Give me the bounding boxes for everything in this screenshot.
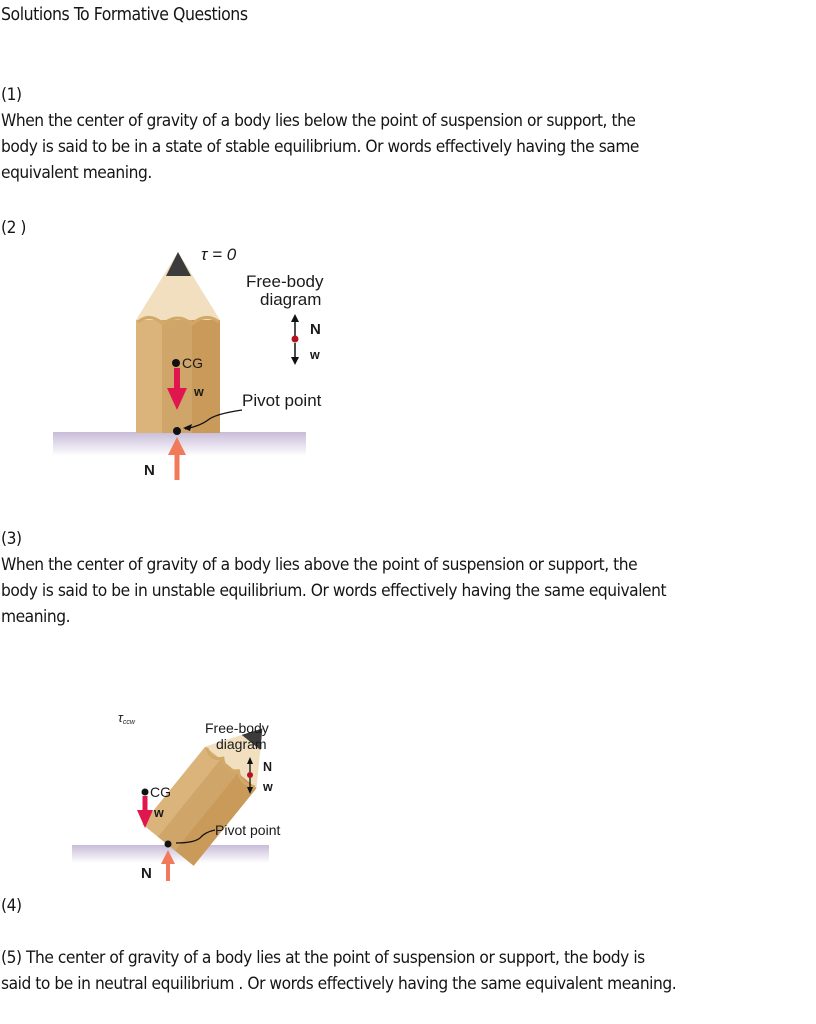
fbd-arrows	[247, 757, 253, 794]
section-2-number: (2 )	[1, 218, 27, 238]
cg-label: CG	[182, 355, 203, 371]
document-title: Solutions To Formative Questions	[1, 5, 248, 25]
cg-dot	[172, 359, 180, 367]
weight-arrow	[167, 368, 187, 410]
section-5-line-2: said to be in neutral equilibrium . Or w…	[1, 974, 677, 994]
section-1-number: (1)	[1, 85, 22, 105]
torque-label: τccw	[118, 710, 136, 726]
fbd-title-line-1: Free-body	[205, 720, 269, 736]
torque-label: τ = 0	[201, 245, 237, 264]
section-4-number: (4)	[1, 896, 22, 916]
weight-label: w	[153, 806, 164, 820]
section-1-line-2: body is said to be in a state of stable …	[1, 137, 640, 157]
pivot-leader-line	[175, 829, 216, 844]
pivot-dot	[164, 840, 172, 848]
normal-force-arrow	[168, 437, 186, 480]
section-3-line-3: meaning.	[1, 607, 71, 627]
fbd-title-line-1: Free-body	[246, 272, 324, 291]
pivot-label: Pivot point	[242, 391, 322, 410]
section-3-number: (3)	[1, 529, 22, 549]
pivot-label: Pivot point	[215, 822, 280, 838]
graphite-tip	[166, 252, 191, 276]
fbd-title-line-2: diagram	[216, 736, 267, 752]
fbd-title-line-2: diagram	[260, 290, 321, 309]
fbd-weight-label: w	[262, 780, 273, 794]
cg-label: CG	[150, 784, 171, 800]
tilted-pencil	[142, 728, 263, 866]
weight-arrow	[137, 796, 153, 828]
section-1-line-1: When the center of gravity of a body lie…	[1, 111, 636, 131]
fbd-weight-label: w	[309, 348, 320, 362]
fbd-arrows	[291, 314, 299, 365]
support-surface	[72, 845, 269, 863]
pivot-leader-line	[184, 409, 243, 430]
cg-dot	[141, 788, 149, 796]
fbd-normal-label: N	[310, 321, 321, 338]
section-3-line-2: body is said to be in unstable equilibri…	[1, 581, 667, 601]
graphite-tip	[241, 728, 263, 750]
section-3-line-1: When the center of gravity of a body lie…	[1, 555, 638, 575]
fbd-normal-label: N	[263, 760, 272, 774]
normal-force-arrow	[161, 850, 175, 881]
section-5-line-1: (5) The center of gravity of a body lies…	[1, 948, 645, 968]
section-1-line-3: equivalent meaning.	[1, 163, 152, 183]
weight-label: w	[193, 385, 204, 399]
normal-force-label: N	[141, 865, 152, 882]
pivot-dot	[173, 427, 181, 435]
normal-force-label: N	[144, 462, 155, 479]
